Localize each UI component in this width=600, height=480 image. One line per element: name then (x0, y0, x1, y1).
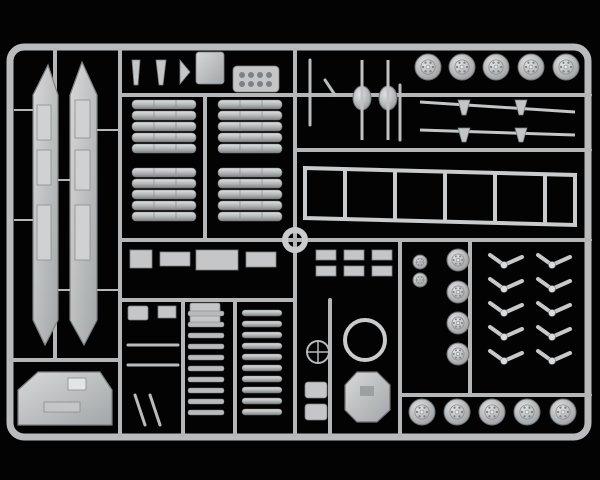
road-wheels-top (414, 53, 580, 81)
turret (344, 371, 391, 423)
track-link (241, 342, 283, 350)
suspension-arm (488, 325, 524, 341)
track-link (241, 386, 283, 394)
track-link (241, 331, 283, 339)
road-wheel (517, 53, 545, 81)
track-pin (187, 321, 225, 328)
rocket-tube (217, 211, 283, 222)
rocket-tube (217, 178, 283, 189)
suspension-arm (488, 301, 524, 317)
rocket-tube (131, 143, 197, 154)
rocket-tube (217, 167, 283, 178)
rocket-tube (131, 167, 197, 178)
hull-rear-deck (17, 371, 113, 426)
track-pin (187, 409, 225, 416)
track-pin (187, 310, 225, 317)
hull-side-plate-left (32, 63, 59, 347)
hull-side-plate-right (69, 60, 98, 347)
suspension-arm (536, 349, 572, 365)
axle-assembly (308, 58, 402, 142)
suspension-arm (488, 349, 524, 365)
rocket-tube (131, 178, 197, 189)
barrel-parts (126, 343, 180, 427)
track-pin (187, 387, 225, 394)
road-wheel (513, 398, 541, 426)
suspension-arm (488, 277, 524, 293)
track-links (187, 309, 283, 416)
rocket-tube-bank (217, 99, 283, 154)
road-wheels-bottom (408, 398, 577, 426)
track-pin (187, 343, 225, 350)
rocket-tube (131, 121, 197, 132)
drive-sprockets (352, 60, 398, 140)
track-pin (187, 332, 225, 339)
rocket-tube (131, 99, 197, 110)
rocket-tube (217, 99, 283, 110)
road-wheel (448, 53, 476, 81)
track-pin (187, 376, 225, 383)
rocket-tube (131, 200, 197, 211)
idler-wheel-small (412, 272, 428, 288)
rocket-tube (131, 211, 197, 222)
track-link (241, 320, 283, 328)
runners (8, 48, 592, 437)
idler-wheel (446, 280, 470, 304)
road-wheel (549, 398, 577, 426)
rocket-tube (217, 143, 283, 154)
idler-wheel (446, 248, 470, 272)
track-link (241, 353, 283, 361)
road-wheel (408, 398, 436, 426)
rocket-tube (131, 110, 197, 121)
track-link (241, 408, 283, 416)
road-wheel (443, 398, 471, 426)
chassis-frame (303, 165, 577, 228)
hatch-ring (306, 318, 387, 364)
suspension-arm (536, 253, 572, 269)
rocket-tube-bank (131, 99, 197, 154)
rocket-tube (217, 189, 283, 200)
track-link (241, 375, 283, 383)
road-wheel (482, 53, 510, 81)
track-link (241, 397, 283, 405)
rocket-tube (131, 132, 197, 143)
torsion-bars (419, 99, 576, 143)
rocket-tube-banks (131, 99, 283, 222)
rocket-tube (217, 110, 283, 121)
suspension-arms (488, 253, 572, 365)
road-wheel (478, 398, 506, 426)
suspension-arm (536, 301, 572, 317)
suspension-arm (536, 277, 572, 293)
road-wheel (414, 53, 442, 81)
rocket-tube-bank (131, 167, 197, 222)
rocket-tube (217, 121, 283, 132)
idler-wheel-small (412, 254, 428, 270)
rocket-tube (217, 200, 283, 211)
track-pin (187, 365, 225, 372)
rocket-tube (217, 132, 283, 143)
turret-hatches (304, 381, 328, 421)
track-pin (187, 398, 225, 405)
suspension-arm (536, 325, 572, 341)
ammo-rack (239, 72, 272, 87)
rocket-tube (131, 189, 197, 200)
rocket-tube-bank (217, 167, 283, 222)
track-link (241, 309, 283, 317)
runner-hub-ring (282, 227, 308, 253)
suspension-arm (488, 253, 524, 269)
idler-wheels (412, 248, 470, 366)
road-wheel (552, 53, 580, 81)
track-pin (187, 354, 225, 361)
hull-gates (14, 109, 120, 291)
idler-wheel (446, 311, 470, 335)
idler-wheel (446, 342, 470, 366)
track-link (241, 364, 283, 372)
